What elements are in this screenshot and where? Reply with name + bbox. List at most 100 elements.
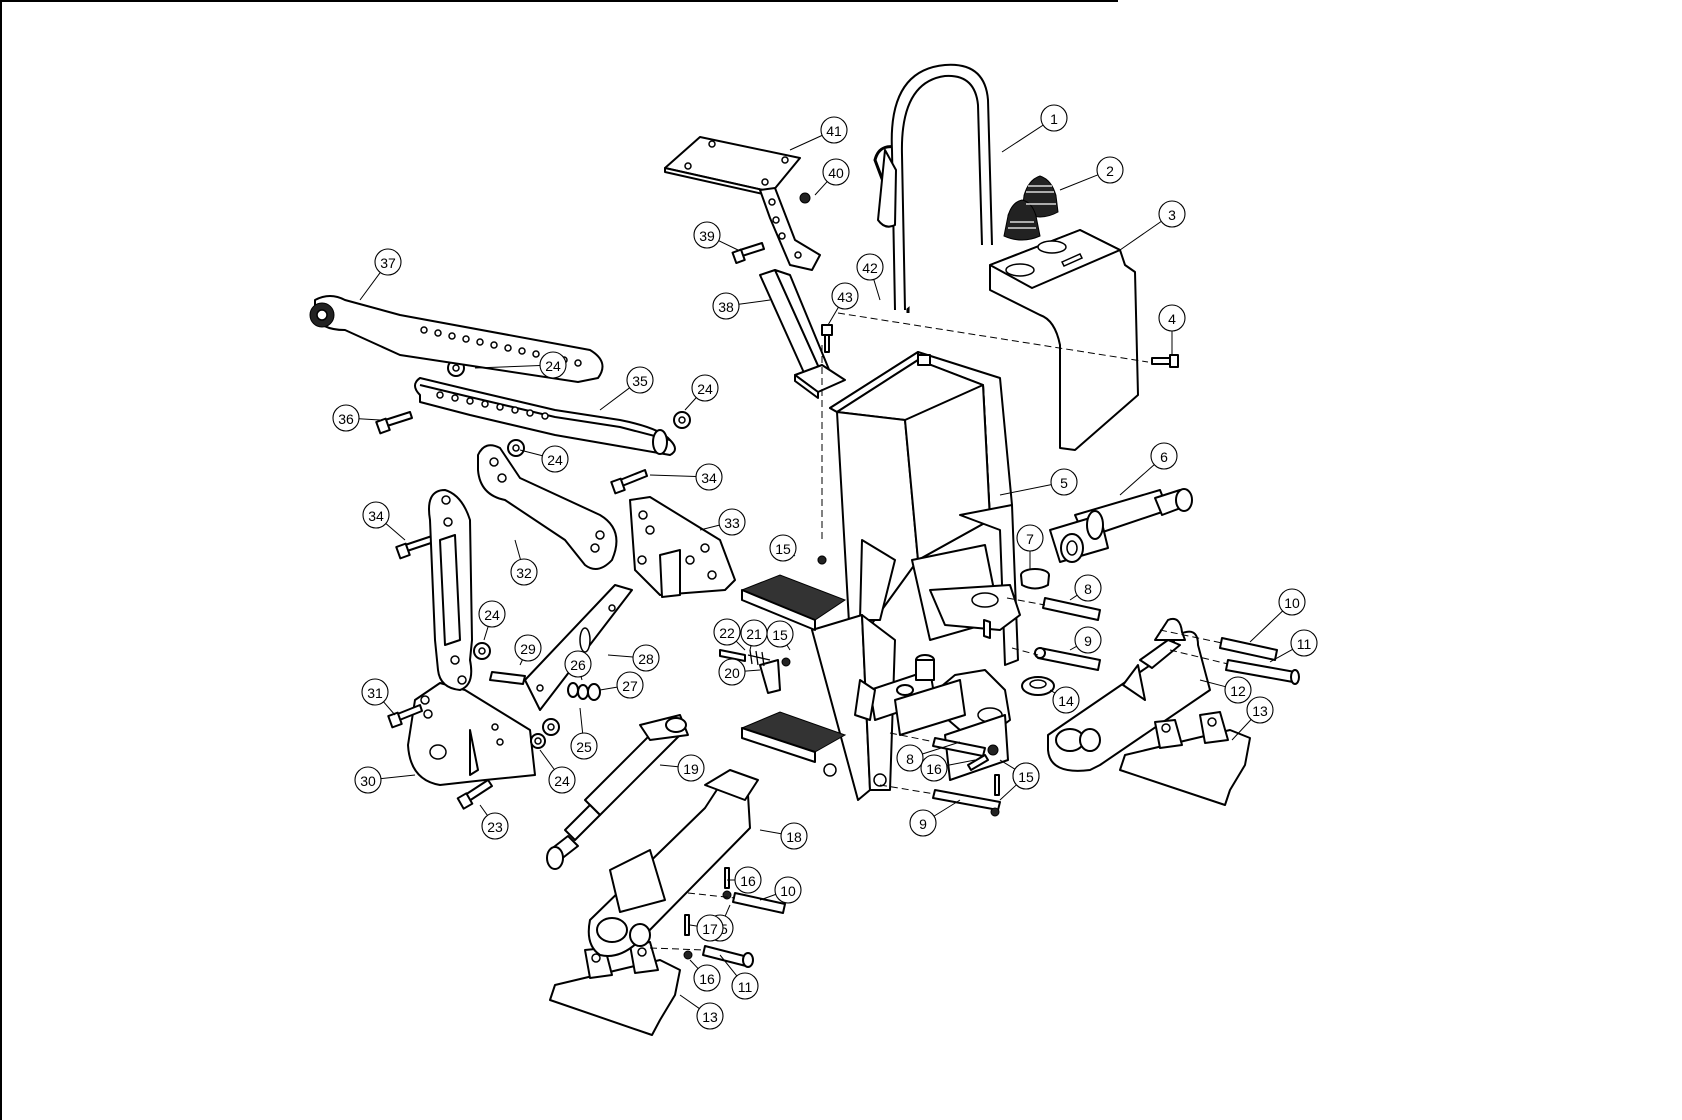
leader-line [599,387,630,411]
callout-27: 27 [599,671,644,699]
callout-20: 20 [718,658,761,686]
callout-number: 23 [487,819,503,835]
callout-circle [677,754,705,782]
callout-number: 11 [738,979,753,995]
callout-number: 15 [1018,769,1034,785]
callout-number: 43 [837,289,853,305]
callout-number: 14 [1058,693,1074,709]
callout-number: 37 [380,255,396,271]
callout-number: 12 [1230,683,1246,699]
callout-16: 16 [920,754,976,782]
callout-number: 32 [516,565,532,581]
callout-circle [831,282,859,310]
callout-circle [718,658,746,686]
part-seat-bracket-41 [664,136,821,271]
callout-number: 1 [1050,111,1058,127]
leader-line [599,686,618,691]
callout-18: 18 [759,822,808,850]
leader-line [759,829,782,835]
leader-line [679,994,700,1009]
leader-line [1059,174,1099,191]
callout-24: 24 [684,374,719,411]
callout-9: 9 [1069,626,1102,654]
callout-circle [734,866,762,894]
callout-5: 5 [999,468,1078,496]
callout-circle [541,445,569,473]
leader-line [519,659,523,666]
callout-circle [361,678,389,706]
border-top [0,0,1118,2]
border-left [0,0,2,1120]
leader-line [999,484,1052,496]
callout-circle [780,822,808,850]
part-cylinder-18 [546,714,689,870]
callout-number: 18 [786,829,802,845]
callout-number: 33 [724,515,740,531]
leader-line [385,523,406,541]
callout-number: 40 [828,165,844,181]
leader-line [1069,645,1077,651]
callout-circle [514,634,542,662]
leader-line [607,654,634,658]
part-knobs [1003,175,1059,241]
leader-line [922,741,961,755]
leader-line [483,626,489,641]
leader-line [873,279,881,301]
callout-15: 15 [766,620,794,651]
callout-circle [1290,629,1318,657]
callout-circle [696,914,724,942]
leader-line [749,645,752,651]
callout-circle [909,809,937,837]
part-washer-14 [1021,676,1055,696]
callout-circle [1050,468,1078,496]
callout-number: 38 [718,299,734,315]
leader-line [1001,124,1044,153]
callout-circle [626,366,654,394]
callout-circle [740,619,768,647]
callout-circle [478,600,506,628]
callout-circle [691,374,719,402]
callout-40: 40 [814,158,850,196]
part-cylinder-6 [1049,488,1193,563]
callout-circle [695,463,723,491]
leader-line [789,134,823,151]
callout-24: 24 [539,749,576,794]
callout-circle [696,1002,724,1030]
callout-number: 24 [484,607,500,623]
callout-15: 15 [769,534,797,562]
callout-41: 41 [789,116,848,151]
callout-42: 42 [856,253,884,301]
callout-number: 11 [1297,636,1312,652]
callout-circle [1150,442,1178,470]
part-bracket-30 [407,682,536,786]
part-arm-17 [587,769,759,957]
callout-circle [332,404,360,432]
leader-line [479,804,488,816]
callout-4: 4 [1158,304,1186,356]
callout-25: 25 [570,707,598,760]
callout-number: 34 [368,508,384,524]
callout-number: 21 [746,626,762,642]
callout-number: 42 [862,260,878,276]
callout-number: 29 [520,641,536,657]
callout-number: 28 [638,651,654,667]
part-spacers [567,682,601,701]
leader-line [659,764,679,768]
leader-line [514,539,521,560]
callout-circle [718,508,746,536]
leader-line [827,306,839,326]
leader-line [689,959,699,969]
callout-37: 37 [359,248,402,301]
leader-line [744,669,761,672]
callout-10: 10 [759,876,802,904]
callout-circle [1096,156,1124,184]
callout-circle [1016,524,1044,552]
callout-38: 38 [712,292,771,320]
leader-line [689,924,698,927]
callout-17: 17 [689,914,724,942]
part-link-32 [428,444,618,691]
callout-circle [920,754,948,782]
leader-line [359,272,381,301]
